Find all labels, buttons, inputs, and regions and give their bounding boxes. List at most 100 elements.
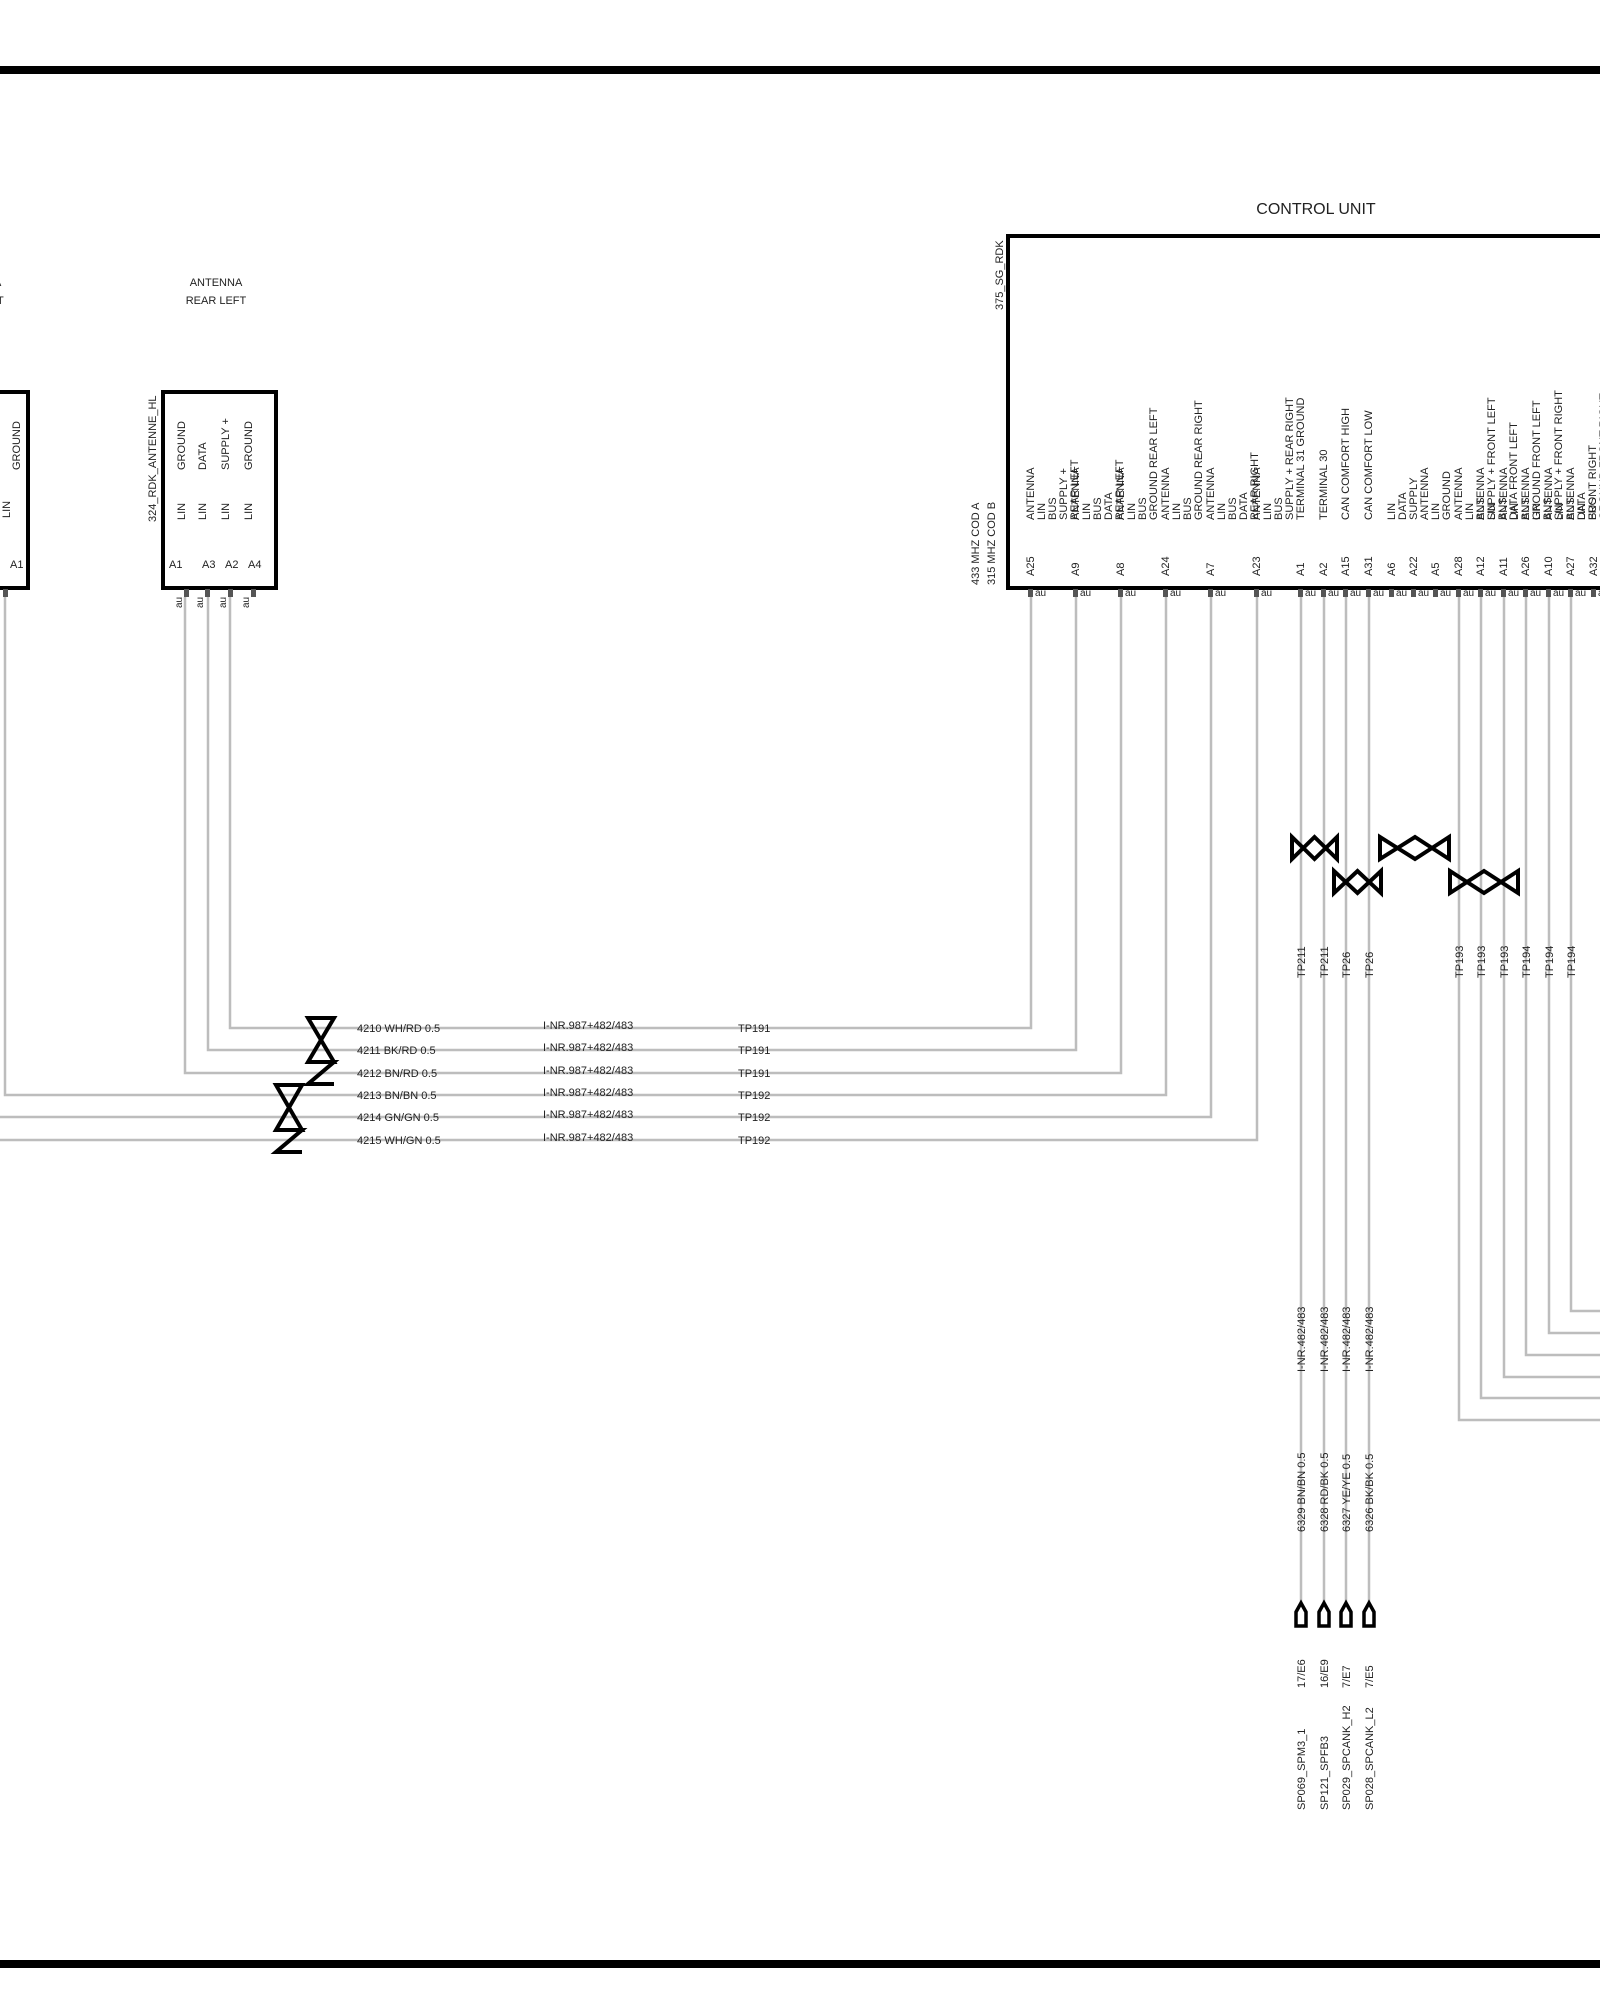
rear-wire-tp: TP191 bbox=[738, 1068, 770, 1080]
antenna-rr-box bbox=[0, 390, 30, 590]
front-wire-tp: TP194 bbox=[1521, 946, 1533, 978]
front-wire-tp: TP193 bbox=[1499, 946, 1511, 978]
cu-pin-id: A1 bbox=[1295, 563, 1307, 576]
cu-pin-desc: BUS bbox=[1520, 497, 1532, 520]
cu-pin-desc: BUS bbox=[1182, 497, 1194, 520]
down-wire-inr: I-NR.482/483 bbox=[1296, 1307, 1308, 1372]
cu-pin-desc: LIN bbox=[1386, 503, 1398, 520]
cu-pin-desc: LIN bbox=[1486, 503, 1498, 520]
rl-pin-stub bbox=[251, 589, 256, 597]
twist-symbol-tp211 bbox=[1290, 832, 1339, 864]
cu-pin-code: au bbox=[1463, 588, 1474, 599]
cu-pin-desc: ANTENNA bbox=[1251, 467, 1263, 520]
cu-pin-code: au bbox=[1485, 588, 1496, 599]
cu-pin-stub bbox=[1411, 589, 1416, 597]
antenna-rr-title-1: A bbox=[0, 277, 2, 289]
cu-pin-desc: GROUND REAR LEFT bbox=[1148, 407, 1160, 520]
rear-wire-inr: I-NR.987+482/483 bbox=[543, 1087, 633, 1099]
cu-pin-desc: TERMINAL 31 GROUND bbox=[1295, 397, 1307, 520]
cu-pin-desc: TERMINAL 30 bbox=[1318, 449, 1330, 520]
cu-pin-code: au bbox=[1440, 588, 1451, 599]
down-wire-inr: I-NR.482/483 bbox=[1341, 1307, 1353, 1372]
cu-pin-desc: LIN bbox=[1126, 503, 1138, 520]
cu-pin-desc: ANTENNA bbox=[1498, 467, 1510, 520]
rl-pin-desc-lin: LIN bbox=[197, 503, 209, 520]
rl-pin-code: au bbox=[241, 597, 252, 608]
control-unit-title: CONTROL UNIT bbox=[1256, 201, 1376, 218]
cu-pin-stub bbox=[1028, 589, 1033, 597]
rear-wire-label: 4210 WH/RD 0.5 bbox=[357, 1023, 440, 1035]
front-wire-tp: TP193 bbox=[1476, 946, 1488, 978]
antenna-rr-pin-line-1: LIN bbox=[1, 501, 13, 518]
cu-pin-desc: ANTENNA bbox=[1070, 467, 1082, 520]
front-wire-tp: TP194 bbox=[1566, 946, 1578, 978]
cu-pin-desc: ANTENNA bbox=[1453, 467, 1465, 520]
rear-wire-label: 4214 GN/GN 0.5 bbox=[357, 1112, 439, 1124]
down-wire-tp: TP26 bbox=[1341, 952, 1353, 978]
cu-pin-desc: ANTENNA bbox=[1419, 467, 1431, 520]
cu-pin-desc: BUS bbox=[1137, 497, 1149, 520]
wire-front bbox=[1457, 597, 1600, 1422]
splice-connector bbox=[1362, 1599, 1376, 1628]
rl-pin-code: au bbox=[174, 597, 185, 608]
cu-pin-stub bbox=[1073, 589, 1078, 597]
rl-pin-id: A3 bbox=[202, 559, 215, 571]
wire-front bbox=[1524, 597, 1600, 1357]
rl-pin-desc: DATA bbox=[197, 442, 209, 470]
wire-front bbox=[1479, 597, 1600, 1400]
cu-pin-desc: BUS bbox=[1273, 497, 1285, 520]
rl-pin-stub bbox=[205, 589, 210, 597]
cu-pin-desc: BUS bbox=[1047, 497, 1059, 520]
down-wire-inr: I-NR.482/483 bbox=[1364, 1307, 1376, 1372]
down-wire-ref: 16/E9 bbox=[1319, 1659, 1331, 1688]
cu-pin-desc: LIN bbox=[1576, 503, 1588, 520]
cu-pin-id: A26 bbox=[1520, 556, 1532, 576]
cu-pin-stub bbox=[1478, 589, 1483, 597]
cu-pin-id: A24 bbox=[1160, 556, 1172, 576]
down-wire-ref: 17/E6 bbox=[1296, 1659, 1308, 1688]
cu-pin-desc: SUPPLY + FRONT LEFT bbox=[1486, 397, 1498, 520]
rl-pin-id: A4 bbox=[248, 559, 261, 571]
cu-pin-code: au bbox=[1396, 588, 1407, 599]
down-wire-tp: TP26 bbox=[1364, 952, 1376, 978]
antenna-rl-id: 324_RDK_ANTENNE_HL bbox=[147, 395, 159, 522]
rl-pin-desc: GROUND bbox=[176, 421, 188, 470]
cu-pin-id: A12 bbox=[1475, 556, 1487, 576]
cu-pin-desc: LIN bbox=[1531, 503, 1543, 520]
cu-pin-id: A28 bbox=[1453, 556, 1465, 576]
cu-pin-id: A25 bbox=[1025, 556, 1037, 576]
cu-pin-stub bbox=[1433, 589, 1438, 597]
cu-pin-stub bbox=[1298, 589, 1303, 597]
cu-pin-desc: BUS bbox=[1475, 497, 1487, 520]
cu-pin-desc: DATA FRONT LEFT bbox=[1508, 422, 1520, 520]
antenna-rear-right-partial: A IT LIN GROUND A1 bbox=[0, 277, 30, 597]
rear-wire-label: 4215 WH/GN 0.5 bbox=[357, 1135, 441, 1147]
cu-pin-desc: ANTENNA bbox=[1205, 467, 1217, 520]
cu-pin-desc: SUPPLY + REAR RIGHT bbox=[1284, 397, 1296, 520]
cu-pin-id: A27 bbox=[1565, 556, 1577, 576]
rear-wire-tp: TP192 bbox=[738, 1135, 770, 1147]
cu-pin-stub bbox=[1456, 589, 1461, 597]
cu-pin-code: au bbox=[1261, 588, 1272, 599]
cu-pin-stub bbox=[1366, 589, 1371, 597]
cu-pin-stub bbox=[1501, 589, 1506, 597]
cu-pin-stub bbox=[1163, 589, 1168, 597]
cu-pin-desc: ANTENNA bbox=[1565, 467, 1577, 520]
cu-pin-stub bbox=[1568, 589, 1573, 597]
cu-pin-code: au bbox=[1305, 588, 1316, 599]
cu-pin-desc: DATA bbox=[1238, 492, 1250, 520]
cu-pin-id: A8 bbox=[1115, 563, 1127, 576]
down-wire-tp: TP211 bbox=[1296, 946, 1308, 978]
down-wire-tp: TP211 bbox=[1319, 946, 1331, 978]
wire-front bbox=[1569, 597, 1600, 1313]
twist-symbol-tp193 bbox=[1378, 833, 1451, 863]
cu-pin-id: A31 bbox=[1363, 556, 1375, 576]
cu-pin-id: A11 bbox=[1498, 557, 1510, 576]
cu-pin-stub bbox=[1389, 589, 1394, 597]
cu-pin-stub bbox=[1254, 589, 1259, 597]
cu-pin-stub bbox=[1523, 589, 1528, 597]
rear-wire-label: 4213 BN/BN 0.5 bbox=[357, 1090, 437, 1102]
